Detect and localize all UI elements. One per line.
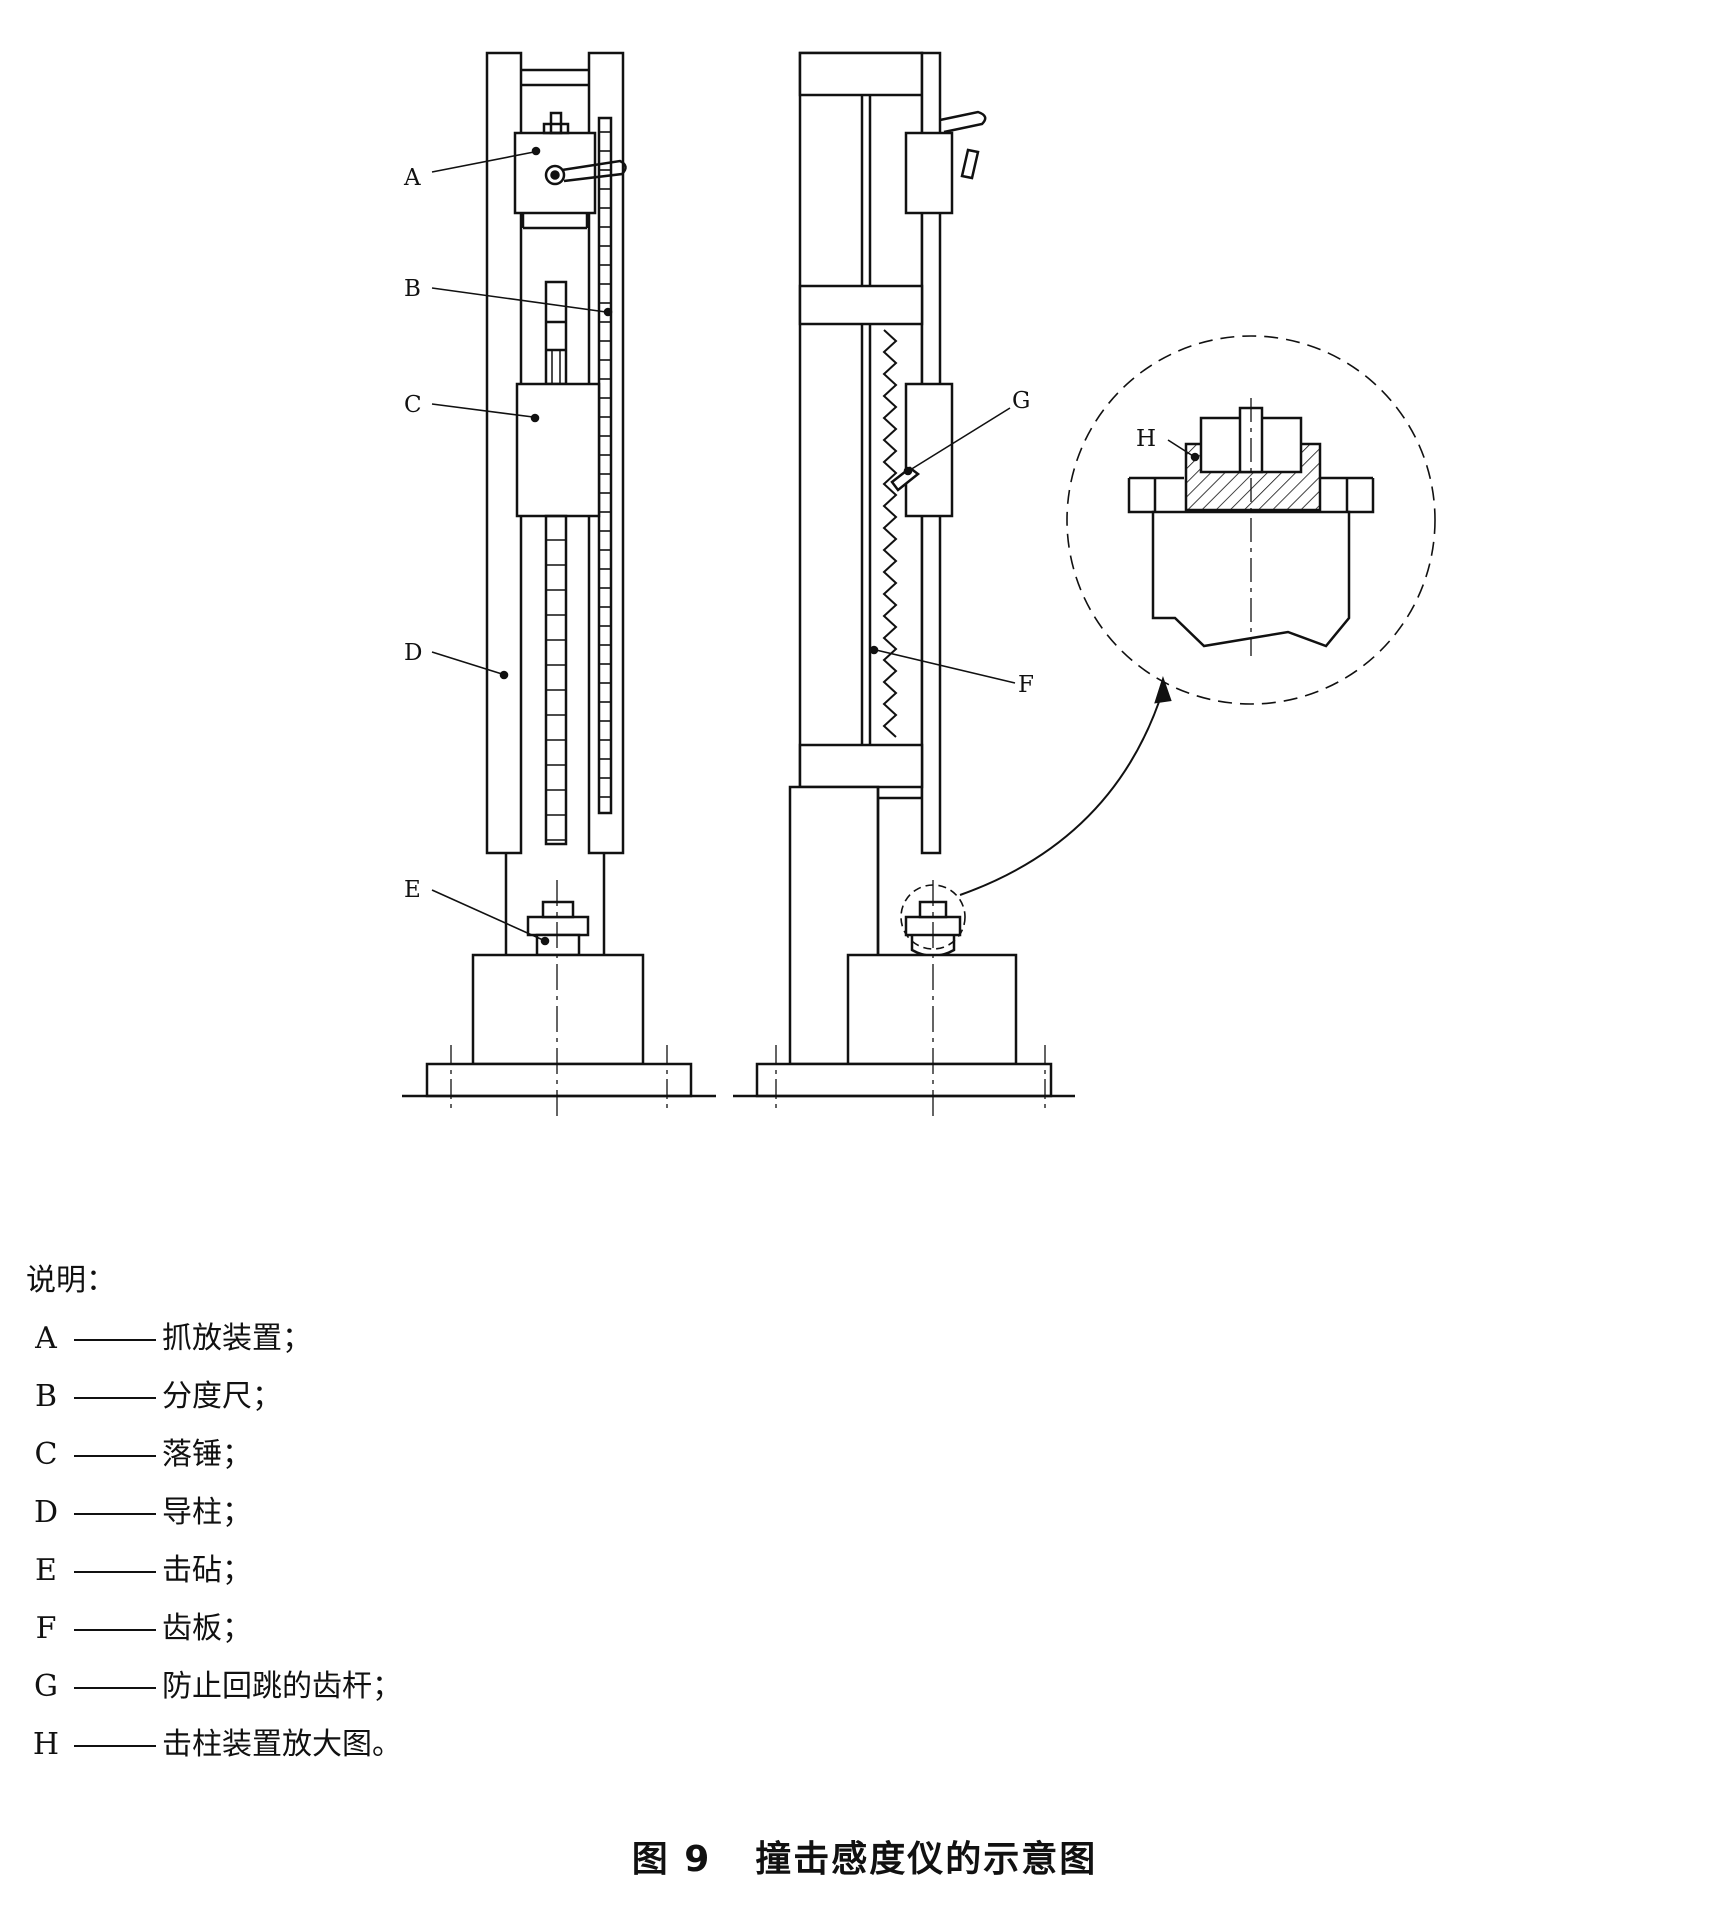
figure-number: 图 9 [631,1839,712,1880]
front-view [402,51,716,1122]
figure-caption: 图 9 撞击感度仪的示意图 [0,1830,1729,1882]
label-D: D [404,640,422,666]
side-base-plate [755,1062,1053,1098]
detail-arrow [959,689,1164,896]
figure-title: 撞击感度仪的示意图 [755,1839,1098,1880]
label-B: B [404,276,421,302]
detail-marker-circle [900,884,966,950]
label-H: H [1136,426,1156,452]
label-E: E [404,877,421,903]
label-A: A [403,165,421,191]
drop-weight [515,382,601,518]
impact-sensitivity-apparatus-diagram: A B C D E F G H [402,51,1436,1122]
label-F: F [1018,672,1034,698]
enlarged-detail-view [1066,335,1436,705]
legend-heading: 说明： [26,1263,116,1298]
leader-lines [431,146,1200,946]
front-base-plate [425,1062,693,1098]
label-G: G [1012,388,1030,414]
front-base-block [471,953,645,1066]
enlarged-detail-circle [1066,335,1436,705]
label-C: C [404,392,422,418]
ratchet-bar [882,329,898,738]
side-base-block [846,953,1018,1066]
side-view [733,51,1172,1122]
